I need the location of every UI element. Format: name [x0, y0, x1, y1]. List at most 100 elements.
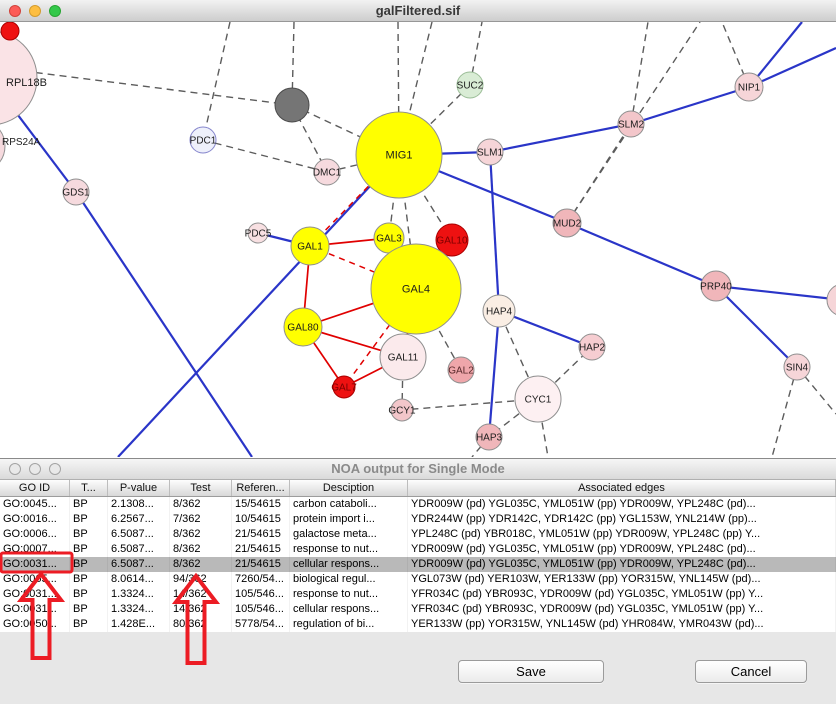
cell-description: carbon cataboli...	[290, 497, 408, 512]
network-canvas[interactable]: RPL18BRPS24AGDS1PDC1MIG1SUC2SLM1SLM2NIP1…	[0, 22, 836, 457]
network-edge	[488, 151, 501, 312]
node-label-MIG1: MIG1	[386, 150, 413, 162]
node-label-GAL2: GAL2	[448, 366, 474, 377]
node-label-HAP4: HAP4	[486, 307, 513, 318]
network-node-PDC1[interactable]	[189, 126, 217, 154]
cell-description: protein import i...	[290, 512, 408, 527]
column-header-reference[interactable]: Referen...	[232, 480, 290, 496]
network-node-SLM2[interactable]	[617, 110, 645, 138]
network-edge	[630, 22, 649, 125]
network-window-titlebar[interactable]: galFiltered.sif	[0, 0, 836, 22]
network-node-SIN4[interactable]	[783, 353, 811, 381]
network-node-gray-node[interactable]	[274, 87, 310, 123]
network-node-HAP3[interactable]	[475, 423, 503, 451]
node-label-MUD2: MUD2	[553, 219, 582, 230]
column-header-description[interactable]: Desciption	[290, 480, 408, 496]
network-node-HAP2[interactable]	[578, 333, 606, 361]
cell-description: cellular respons...	[290, 602, 408, 617]
cell-goid: GO:0016...	[0, 512, 70, 527]
network-node-PRP40[interactable]	[700, 270, 732, 302]
column-header-test[interactable]: Test	[170, 480, 232, 496]
node-label-GAL10: GAL10	[436, 236, 468, 247]
cell-description: biological regul...	[290, 572, 408, 587]
cell-type: BP	[70, 542, 108, 557]
column-header-pvalue[interactable]: P-value	[108, 480, 170, 496]
cell-pvalue: 6.5087...	[108, 557, 170, 572]
network-edge	[489, 122, 632, 154]
node-label-RPS24A: RPS24A	[2, 137, 41, 148]
network-node-corner-red[interactable]	[0, 22, 20, 41]
node-label-HAP2: HAP2	[579, 343, 606, 354]
network-node-CYC1[interactable]	[514, 375, 562, 423]
minimize-button[interactable]	[29, 5, 41, 17]
network-node-GDS1[interactable]	[62, 178, 90, 206]
network-node-GAL1[interactable]	[290, 226, 330, 266]
cell-type: BP	[70, 587, 108, 602]
network-node-RPS24A[interactable]	[0, 119, 6, 173]
traffic-lights	[9, 5, 61, 17]
cell-pvalue: 6.2567...	[108, 512, 170, 527]
close-button[interactable]	[9, 5, 21, 17]
cell-reference: 105/546...	[232, 587, 290, 602]
network-node-PDC5[interactable]	[247, 222, 269, 244]
cell-test: 8/362	[170, 542, 232, 557]
network-node-RPL18B[interactable]	[0, 31, 38, 125]
network-edge	[309, 245, 417, 290]
network-node-GCY1[interactable]	[390, 398, 414, 422]
cell-associated-edges: YFR034C (pd) YBR093C, YDR009W (pd) YGL03…	[408, 602, 836, 617]
network-edge	[202, 139, 328, 173]
network-node-GAL11[interactable]	[379, 333, 427, 381]
cell-description: galactose meta...	[290, 527, 408, 542]
network-node-GAL10[interactable]	[435, 223, 469, 257]
network-node-MIG1[interactable]	[355, 111, 443, 199]
network-edge	[401, 356, 404, 411]
node-label-PDC1: PDC1	[190, 136, 217, 147]
column-header-goid[interactable]: GO ID	[0, 480, 70, 496]
cancel-button[interactable]: Cancel	[695, 660, 807, 683]
network-node-edge-node[interactable]	[826, 284, 836, 316]
traffic-lights	[9, 463, 61, 475]
node-label-SLM1: SLM1	[477, 148, 504, 159]
network-node-GAL2[interactable]	[447, 356, 475, 384]
network-node-GAL80[interactable]	[283, 307, 323, 347]
zoom-button[interactable]	[49, 463, 61, 475]
cell-goid: GO:0031...	[0, 587, 70, 602]
zoom-button[interactable]	[49, 5, 61, 17]
network-node-SUC2[interactable]	[456, 71, 484, 99]
network-edge	[291, 22, 295, 106]
network-node-HAP4[interactable]	[482, 294, 516, 328]
cell-test: 14/362	[170, 602, 232, 617]
network-node-GAL7[interactable]	[332, 375, 356, 399]
network-node-SLM1[interactable]	[476, 138, 504, 166]
minimize-button[interactable]	[29, 463, 41, 475]
save-button[interactable]: Save	[458, 660, 604, 683]
column-header-associated-edges[interactable]: Associated edges	[408, 480, 836, 496]
node-label-HAP3: HAP3	[476, 433, 503, 444]
cell-pvalue: 2.1308...	[108, 497, 170, 512]
network-node-MUD2[interactable]	[552, 208, 582, 238]
column-header-type[interactable]: T...	[70, 480, 108, 496]
node-label-SLM2: SLM2	[618, 120, 645, 131]
cell-test: 8/362	[170, 497, 232, 512]
network-node-GAL4[interactable]	[370, 243, 462, 335]
noa-window-titlebar[interactable]: NOA output for Single Mode	[0, 459, 836, 480]
network-node-NIP1[interactable]	[734, 72, 764, 102]
network-edge	[630, 85, 750, 126]
cell-associated-edges: YPL248C (pd) YBR018C, YML051W (pp) YDR00…	[408, 527, 836, 542]
close-button[interactable]	[9, 463, 21, 475]
network-node-DMC1[interactable]	[313, 158, 341, 186]
cell-pvalue: 1.3324...	[108, 602, 170, 617]
cell-pvalue: 1.3324...	[108, 587, 170, 602]
